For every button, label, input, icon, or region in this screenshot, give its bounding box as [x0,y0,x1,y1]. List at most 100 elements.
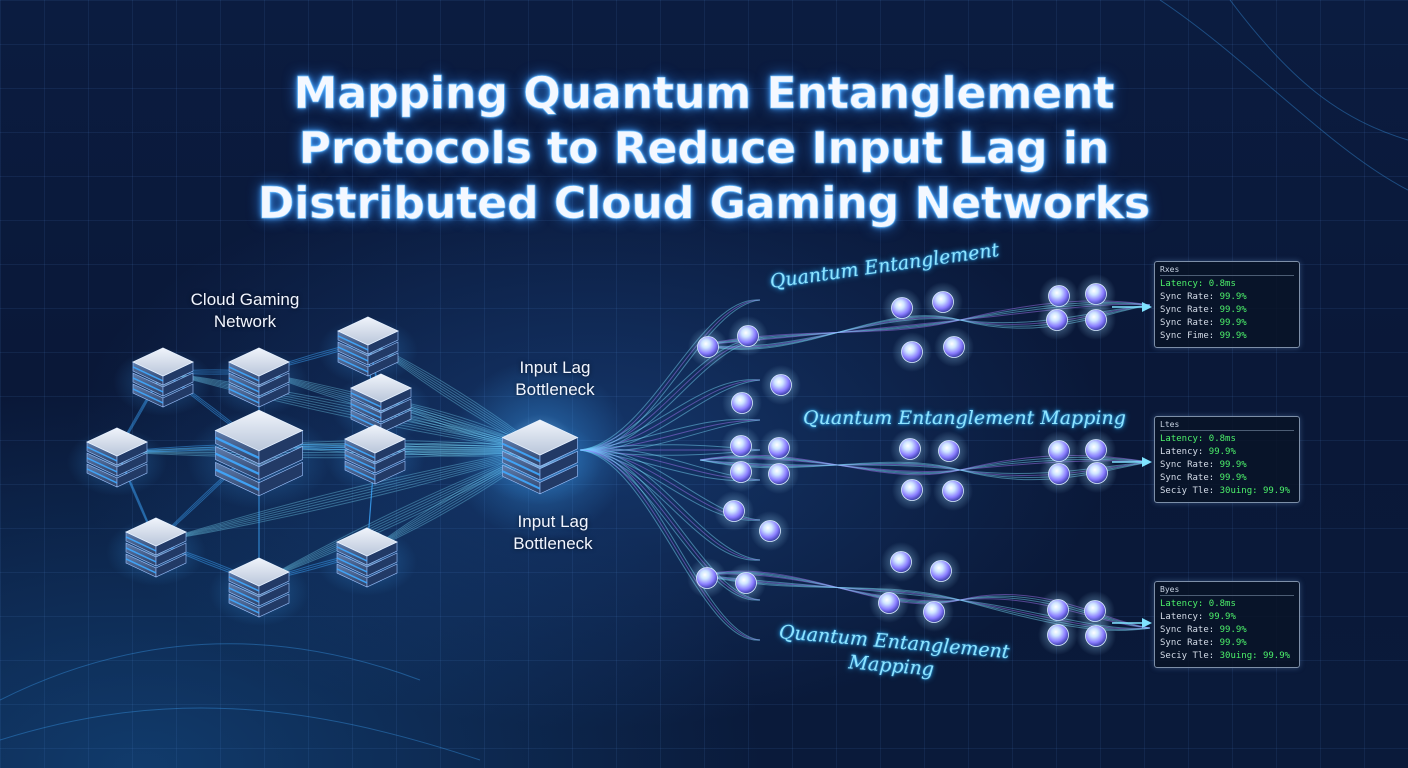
bottleneck-server [477,419,603,505]
server-led-strip [337,335,369,351]
server-top [86,427,148,457]
server-led-strip [502,456,541,476]
server-node [209,347,309,416]
qubit-orb [943,336,965,358]
panel-row: Seciy Tle: 30uing: 99.9% [1160,486,1291,496]
server-led-strip [215,452,260,475]
panel-row: Sync Rate: 99.9% [1160,625,1247,635]
title-line-2: Protocols to Reduce Input Lag in [298,123,1110,175]
qubit-orb [901,341,923,363]
server-top [344,424,406,454]
qubit-orb [1047,624,1069,646]
panel-row: Sync Fime: 99.9% [1160,331,1247,341]
server-led-strip [228,388,260,404]
qubit-orb [932,291,954,313]
qubit-orb [731,392,753,414]
server-side-right [162,383,194,408]
metrics-panel-bottom: Byes Latency: 0.8ms Latency: 99.9% Sync … [1154,581,1300,668]
qubit-orb [901,479,923,501]
bottleneck-top-line-1: Input Lag [519,358,591,377]
server-top [501,419,579,456]
output-arrows [1112,302,1152,628]
server-led-strip [125,547,157,563]
qubit-orb [759,520,781,542]
accent-line [0,707,481,761]
page-title: Mapping Quantum Entanglement Protocols t… [0,66,1408,231]
qubit-orb [923,601,945,623]
server-led-strip [337,346,369,362]
server-led-strip [86,446,118,462]
qubit-orb [1086,462,1108,484]
server-led-strip [344,454,376,470]
qubit-orb [735,572,757,594]
server-node [67,427,167,496]
metrics-panel-top: Rxes Latency: 0.8ms Sync Rate: 99.9% Syn… [1154,261,1300,348]
panel-row: Latency: 99.9% [1160,612,1236,622]
quantum-label-mid: Quantum Entanglement Mapping [803,407,1126,429]
server-led-strip [337,357,369,373]
qubit-orb [899,438,921,460]
qubit-orb [891,297,913,319]
server-node [209,557,309,626]
server-side-right [258,582,290,607]
panel-row: Latency: 0.8ms [1160,279,1236,289]
server-side-right [374,449,406,474]
server-led-strip [336,546,368,562]
qubit-orb [730,461,752,483]
metrics-panel-middle: Ltes Latency: 0.8ms Latency: 99.9% Sync … [1154,416,1300,503]
bottleneck-label-top: Input Lag Bottleneck [490,357,620,401]
qubit-orb [938,440,960,462]
qubit-orb [768,463,790,485]
title-line-3: Distributed Cloud Gaming Networks [257,178,1151,230]
accent-line [0,643,421,701]
bottleneck-label-bottom: Input Lag Bottleneck [488,511,618,555]
qubit-orb [930,560,952,582]
panel-header: Ltes [1160,419,1294,431]
server-led-strip [350,403,382,419]
accent-line [1159,0,1408,191]
panel-row: Sync Rate: 99.9% [1160,638,1247,648]
panel-row: Sync Rate: 99.9% [1160,473,1247,483]
server-led-strip [132,377,164,393]
bottleneck-bottom-line-2: Bottleneck [513,534,593,553]
server-led-strip [344,465,376,481]
server-led-strip [502,470,541,490]
server-led-strip [228,576,260,592]
panel-header: Rxes [1160,264,1294,276]
server-side-right [258,372,290,397]
cloud-network-label-line-1: Cloud Gaming [190,290,300,309]
server-node [113,347,213,416]
server-led-strip [502,442,541,463]
server-led-strip [228,377,260,393]
panel-row: Sync Rate: 99.9% [1160,460,1247,470]
arrow-head [1142,302,1152,312]
server-top [350,373,412,403]
qubit-orb [723,500,745,522]
server-top [228,557,290,587]
server-side-right [539,450,578,481]
qubit-orb [890,551,912,573]
server-nodes [67,316,630,626]
panel-row: Latency: 0.8ms [1160,599,1236,609]
server-node [318,316,418,385]
server-side-right [155,553,187,578]
panel-row: Latency: 99.9% [1160,447,1236,457]
bottleneck-bottom-line-1: Input Lag [517,512,589,531]
server-side-right [162,372,194,397]
server-side-right [116,463,148,488]
server-node [325,424,425,493]
qubit-orb [878,592,900,614]
cloud-network-label: Cloud Gaming Network [170,289,320,333]
server-led-strip [228,587,260,603]
server-led-strip [132,366,164,382]
server-led-strip [350,392,382,408]
server-node [317,527,417,596]
qubit-orb [737,325,759,347]
panel-row: Seciy Tle: 30uing: 99.9% [1160,651,1291,661]
arrow-head [1142,618,1152,628]
server-led-strip [215,436,260,460]
qubit-orb [1046,309,1068,331]
server-node [186,409,332,509]
